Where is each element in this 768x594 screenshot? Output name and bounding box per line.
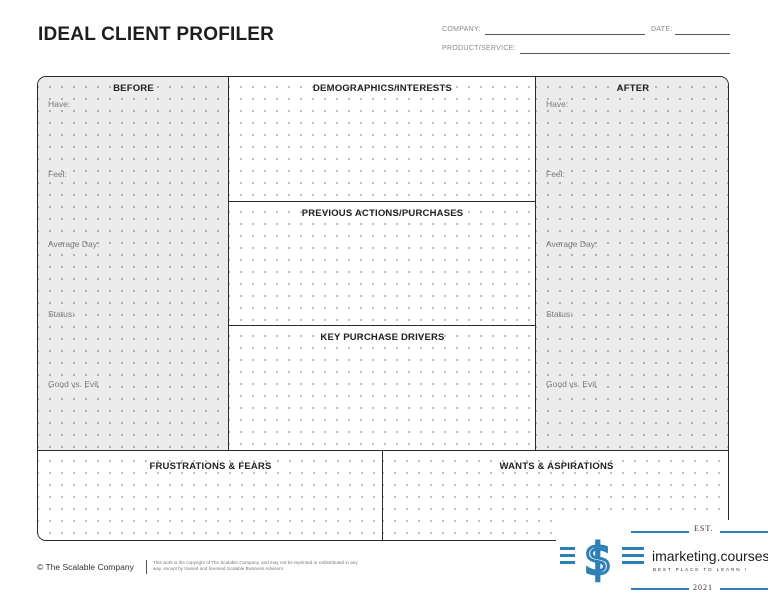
- before-feel-label: Feel:: [48, 169, 67, 179]
- watermark-tagline: BEST PLACE TO LEARN !: [653, 567, 748, 572]
- divider: [229, 201, 536, 202]
- after-average-day-label: Average Day:: [546, 239, 598, 249]
- watermark-est: EST.: [694, 524, 714, 533]
- company-label: COMPANY:: [442, 26, 481, 33]
- divider: [228, 77, 229, 451]
- after-good-vs-evil-label: Good vs. Evil: [546, 379, 597, 389]
- date-field[interactable]: [675, 34, 730, 35]
- page-title: IDEAL CLIENT PROFILER: [38, 24, 275, 45]
- previous-actions-panel[interactable]: PREVIOUS ACTIONS/PURCHASES: [229, 202, 536, 326]
- footer-divider: [146, 560, 147, 574]
- after-status-label: Status:: [546, 309, 573, 319]
- footer-copyright-note: This work is the copyright of The Scalab…: [153, 560, 358, 571]
- after-feel-label: Feel:: [546, 169, 565, 179]
- divider: [229, 325, 536, 326]
- date-label: DATE:: [651, 26, 673, 33]
- watermark: EST. $ imarketing.courses BEST PLACE TO …: [556, 520, 768, 594]
- footer-company: © The Scalable Company: [37, 562, 134, 572]
- company-field[interactable]: [485, 34, 645, 35]
- divider: [382, 451, 383, 540]
- watermark-year: 2021: [693, 583, 713, 592]
- wants-panel[interactable]: WANTS & ASPIRATIONS: [383, 451, 728, 540]
- before-status-label: Status:: [48, 309, 75, 319]
- before-good-vs-evil-label: Good vs. Evil: [48, 379, 99, 389]
- frustrations-heading: FRUSTRATIONS & FEARS: [149, 461, 272, 472]
- purchase-drivers-heading: KEY PURCHASE DRIVERS: [320, 332, 445, 343]
- svg-text:$: $: [584, 534, 612, 584]
- wants-heading: WANTS & ASPIRATIONS: [499, 461, 614, 472]
- product-label: PRODUCT/SERVICE:: [442, 45, 516, 52]
- profiler-board: BEFORE Have: Feel: Average Day: Status: …: [37, 76, 729, 541]
- demographics-heading: DEMOGRAPHICS/INTERESTS: [313, 83, 452, 94]
- after-have-label: Have:: [546, 99, 569, 109]
- dollar-logo-icon: $: [560, 533, 644, 584]
- watermark-brand: imarketing.courses: [652, 548, 768, 564]
- before-panel[interactable]: BEFORE Have: Feel: Average Day: Status: …: [38, 77, 229, 451]
- previous-actions-heading: PREVIOUS ACTIONS/PURCHASES: [301, 208, 464, 219]
- frustrations-panel[interactable]: FRUSTRATIONS & FEARS: [38, 451, 383, 540]
- before-average-day-label: Average Day:: [48, 239, 100, 249]
- demographics-panel[interactable]: DEMOGRAPHICS/INTERESTS: [229, 77, 536, 202]
- after-panel[interactable]: AFTER Have: Feel: Average Day: Status: G…: [536, 77, 728, 451]
- divider: [38, 450, 728, 451]
- product-field[interactable]: [520, 53, 730, 54]
- after-heading: AFTER: [616, 83, 650, 94]
- divider: [535, 77, 536, 451]
- before-have-label: Have:: [48, 99, 71, 109]
- purchase-drivers-panel[interactable]: KEY PURCHASE DRIVERS: [229, 326, 536, 451]
- before-heading: BEFORE: [113, 83, 154, 94]
